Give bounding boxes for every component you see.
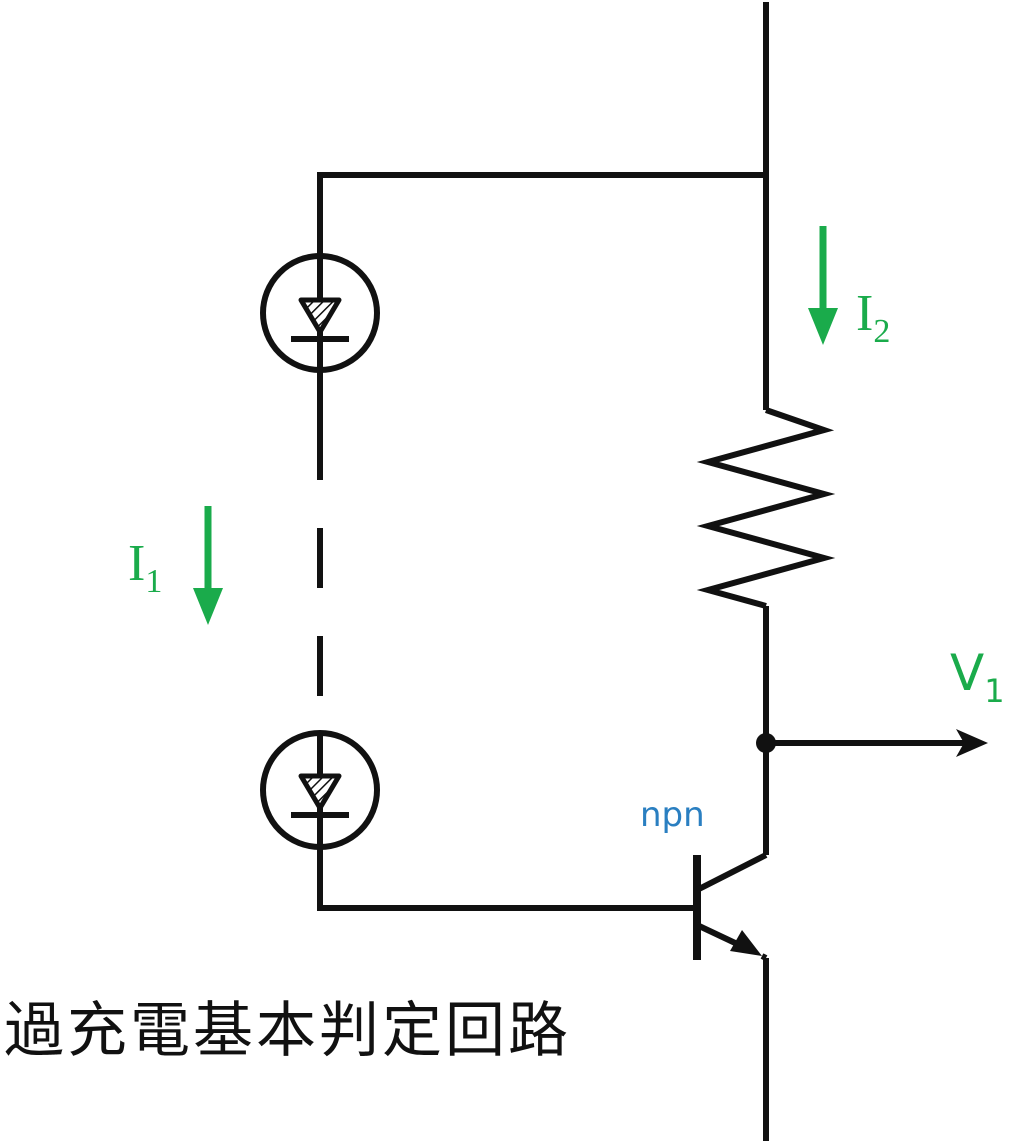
output-arrowhead — [956, 729, 988, 757]
current-label-i1: I1 — [128, 535, 162, 600]
transistor-type-label: npn — [640, 795, 705, 835]
top-branch-wire — [317, 172, 766, 275]
current-label-i2: I2 — [856, 285, 890, 350]
diagram-caption: 過充電基本判定回路 — [4, 996, 571, 1066]
npn-transistor — [693, 852, 768, 961]
resistor — [696, 407, 836, 609]
lower-zener-diode — [260, 730, 380, 850]
upper-zener-diode — [260, 253, 380, 373]
base-wire — [317, 847, 697, 911]
current-arrow-i1 — [193, 506, 223, 625]
current-arrow-i2 — [808, 226, 838, 345]
output-voltage-label: V1 — [950, 644, 1005, 710]
